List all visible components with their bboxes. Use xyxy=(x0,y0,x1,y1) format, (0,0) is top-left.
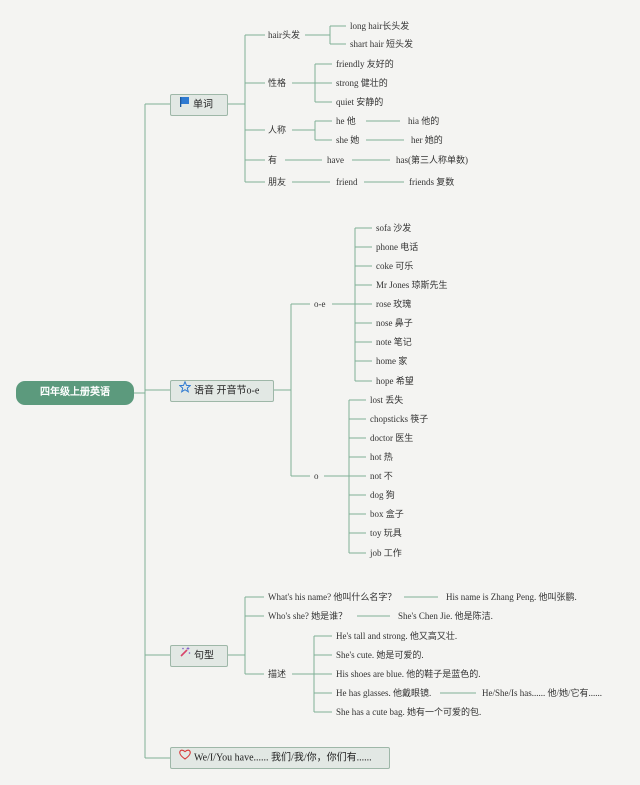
leaf-his[interactable]: hia 他的 xyxy=(408,116,440,126)
leaf-tall-strong[interactable]: He's tall and strong. 他又高又壮. xyxy=(336,631,458,641)
leaf-friendly[interactable]: friendly 友好的 xyxy=(336,59,394,69)
node-question-who[interactable]: Who's she? 她是谁？ xyxy=(268,611,348,621)
branch-have[interactable]: We/I/You have...... 我们/我/你，你们有...... xyxy=(170,747,390,769)
leaf-answer-name[interactable]: His name is Zhang Peng. 他叫张鹏. xyxy=(446,592,577,602)
leaf-have-word[interactable]: have xyxy=(327,155,344,165)
leaf-he[interactable]: he 他 xyxy=(336,116,356,126)
leaf-chopsticks[interactable]: chopsticks 筷子 xyxy=(370,414,429,424)
star-icon xyxy=(178,380,192,401)
leaf-hot[interactable]: hot 热 xyxy=(370,452,393,462)
node-question-name[interactable]: What's his name? 他叫什么名字？ xyxy=(268,592,397,602)
node-personality[interactable]: 性格 xyxy=(268,78,287,88)
leaf-long-hair[interactable]: long hair长头发 xyxy=(350,21,410,31)
leaf-note[interactable]: note 笔记 xyxy=(376,337,412,347)
leaf-dog[interactable]: dog 狗 xyxy=(370,490,395,500)
leaf-hope[interactable]: hope 希望 xyxy=(376,376,414,386)
node-o[interactable]: o xyxy=(314,471,319,481)
node-describe[interactable]: 描述 xyxy=(268,669,287,679)
leaf-doctor[interactable]: doctor 医生 xyxy=(370,433,414,443)
branch-vocabulary-label: 单词 xyxy=(193,99,213,111)
leaf-not[interactable]: not 不 xyxy=(370,471,393,481)
node-have[interactable]: 有 xyxy=(268,155,278,165)
branch-sentences-label: 句型 xyxy=(194,650,214,662)
leaf-she[interactable]: she 她 xyxy=(336,135,360,145)
node-pronoun[interactable]: 人称 xyxy=(268,125,287,135)
leaf-friend-word[interactable]: friend xyxy=(336,177,358,187)
node-o-e[interactable]: o-e xyxy=(314,299,326,309)
leaf-nose[interactable]: nose 鼻子 xyxy=(376,318,413,328)
leaf-quiet[interactable]: quiet 安静的 xyxy=(336,97,384,107)
leaf-phone[interactable]: phone 电话 xyxy=(376,242,419,252)
branch-phonics-label: 语音 开音节o-e xyxy=(194,385,260,397)
leaf-has[interactable]: has(第三人称单数) xyxy=(396,155,468,165)
leaf-short-hair[interactable]: shart hair 短头发 xyxy=(350,39,413,49)
leaf-coke[interactable]: coke 可乐 xyxy=(376,261,414,271)
leaf-friends[interactable]: friends 复数 xyxy=(409,177,455,187)
leaf-mr-jones[interactable]: Mr Jones 琼斯先生 xyxy=(376,280,448,290)
leaf-toy[interactable]: toy 玩具 xyxy=(370,528,402,538)
flag-icon xyxy=(179,95,190,115)
root-topic[interactable]: 四年级上册英语 xyxy=(16,381,134,405)
leaf-has-pattern[interactable]: He/She/Is has...... 他/她/它有...... xyxy=(482,688,602,698)
leaf-her[interactable]: her 她的 xyxy=(411,135,443,145)
branch-sentences[interactable]: 句型 xyxy=(170,645,228,667)
leaf-shoes-blue[interactable]: His shoes are blue. 他的鞋子是蓝色的. xyxy=(336,669,481,679)
leaf-strong[interactable]: strong 健壮的 xyxy=(336,78,388,88)
leaf-home[interactable]: home 家 xyxy=(376,356,408,366)
node-friend[interactable]: 朋友 xyxy=(268,177,287,187)
branch-phonics[interactable]: 语音 开音节o-e xyxy=(170,380,274,402)
leaf-lost[interactable]: lost 丢失 xyxy=(370,395,404,405)
magic-wand-icon xyxy=(179,646,191,666)
leaf-answer-who[interactable]: She's Chen Jie. 他是陈洁. xyxy=(398,611,493,621)
leaf-rose[interactable]: rose 玫瑰 xyxy=(376,299,412,309)
branch-vocabulary[interactable]: 单词 xyxy=(170,94,228,116)
leaf-glasses[interactable]: He has glasses. 他戴眼镜. xyxy=(336,688,432,698)
leaf-cute[interactable]: She's cute. 她是可爱的. xyxy=(336,650,424,660)
leaf-box[interactable]: box 盒子 xyxy=(370,509,404,519)
heart-icon xyxy=(179,748,191,768)
branch-have-label: We/I/You have...... 我们/我/你，你们有...... xyxy=(194,752,372,764)
leaf-job[interactable]: job 工作 xyxy=(370,548,402,558)
node-hair[interactable]: hair头发 xyxy=(268,30,300,40)
leaf-cute-bag[interactable]: She has a cute bag. 她有一个可爱的包. xyxy=(336,707,482,717)
leaf-sofa[interactable]: sofa 沙发 xyxy=(376,223,412,233)
